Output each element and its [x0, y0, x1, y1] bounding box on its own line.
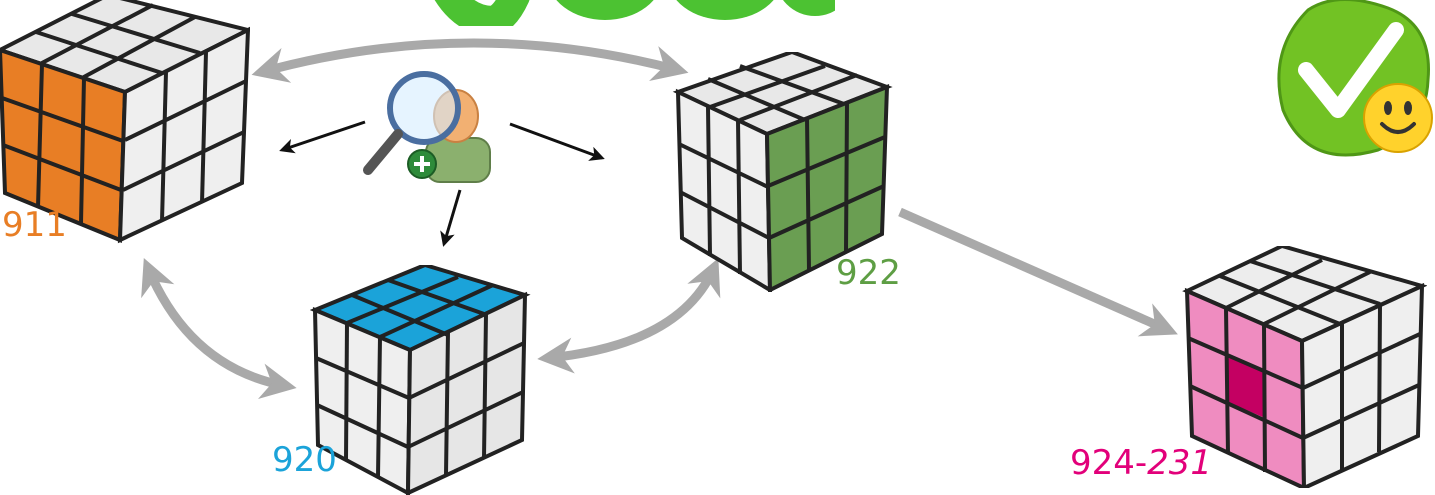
- cube-911-label: 911: [2, 205, 67, 245]
- arrow-user-922: [509, 122, 605, 161]
- cube-911: [0, 0, 250, 244]
- magnifier-add-user-icon: [363, 71, 491, 183]
- cube-924-label-sub: 231: [1147, 443, 1213, 483]
- title-fragment: [434, 0, 835, 26]
- cube-920-label: 920: [272, 440, 337, 480]
- arrow-911-920: [141, 258, 297, 400]
- arrow-922-924: [898, 207, 1178, 337]
- arrow-911-922: [251, 38, 689, 83]
- arrow-user-920: [440, 189, 462, 247]
- green-check-smiley-logo-icon: [1277, 0, 1433, 157]
- cube-922: [672, 52, 893, 292]
- arrow-920-922: [537, 258, 721, 374]
- arrow-user-911: [279, 120, 366, 154]
- cube-922-label: 922: [836, 253, 901, 293]
- cube-924-label-main: 924-: [1070, 443, 1148, 483]
- cube-924-label: 924-231: [1070, 446, 1212, 480]
- cube-924: [1182, 246, 1427, 488]
- cube-920: [310, 265, 531, 495]
